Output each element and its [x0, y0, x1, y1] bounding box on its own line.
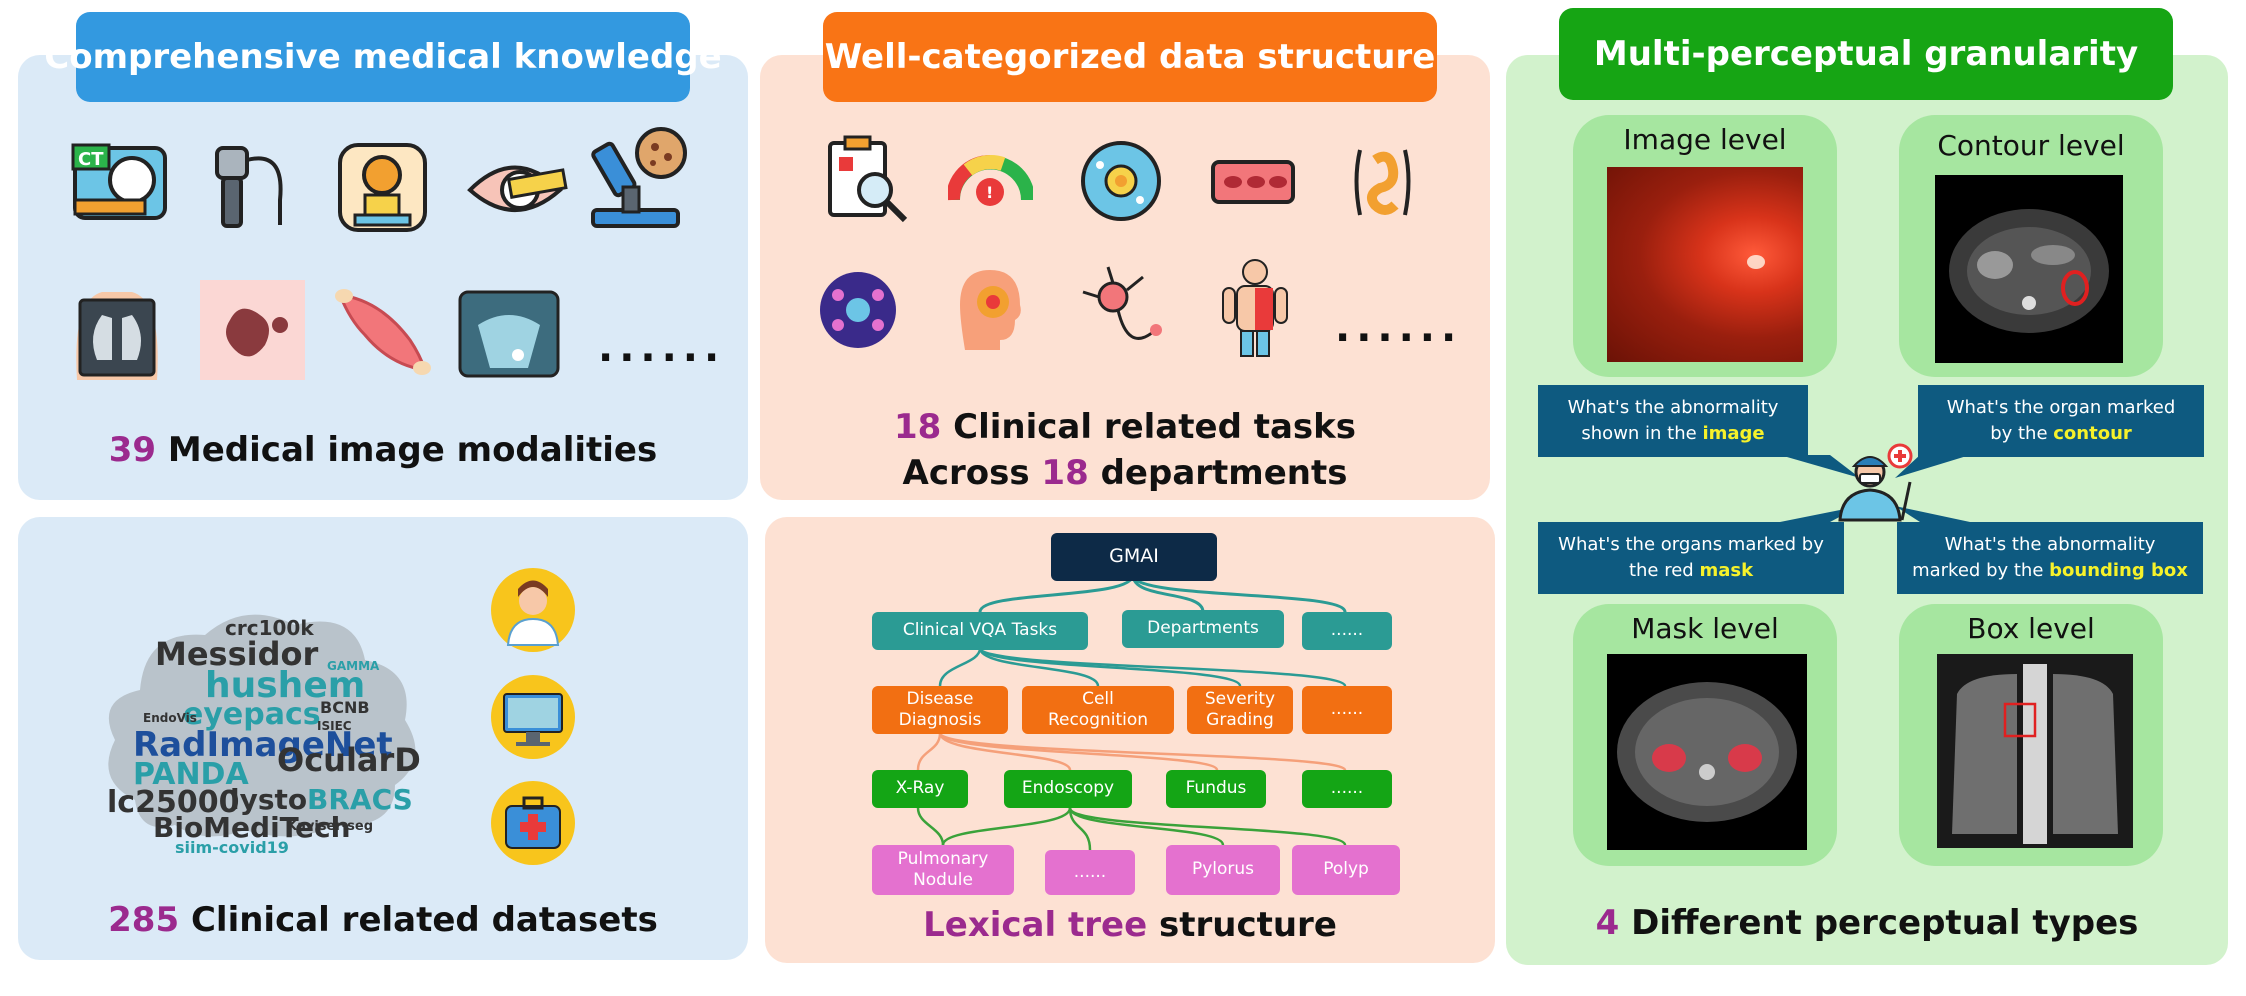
wordcloud-word: crc100k [225, 616, 314, 640]
structure-header: Well-categorized data structure [823, 12, 1437, 102]
anatomy-icon [1215, 258, 1295, 362]
knowledge-header: Comprehensive medical knowledge [44, 12, 722, 102]
wordcloud-word: ISIEC [317, 719, 352, 733]
cell-icon [1080, 140, 1162, 226]
wordcloud-word: hushem [205, 665, 366, 706]
question-contour: What's the organ marked by the contour [1918, 385, 2204, 457]
tree-node-departments: Departments [1122, 610, 1284, 648]
gauge-icon: ! [946, 140, 1035, 224]
contour-level-title: Contour level [1937, 129, 2125, 162]
svg-text:CT: CT [78, 149, 104, 170]
tree-node-more: ...... [1302, 770, 1392, 808]
modalities-caption: 39 Medical image modalities [108, 430, 658, 470]
tasks-caption: 18 Clinical related tasks Across 18 depa… [893, 407, 1357, 493]
wordcloud-word: BRACS [307, 783, 413, 816]
doctor-icon [1832, 442, 1922, 526]
wordcloud-word: GAMMA [327, 659, 380, 673]
tree-node-more: ...... [1302, 686, 1392, 734]
head-icon [945, 260, 1030, 359]
datasets-caption: 285 Clinical related datasets [108, 900, 658, 940]
tree-node-fundus: Fundus [1166, 770, 1266, 808]
granularity-header: Multi-perceptual granularity [1559, 8, 2173, 100]
svg-text:!: ! [986, 183, 993, 202]
modalities-more: ...... [598, 325, 726, 371]
tree-node-xray: X-Ray [872, 770, 968, 808]
question-image: What's the abnormality shown in the imag… [1538, 385, 1808, 457]
tree-caption: Lexical tree structure [923, 905, 1337, 945]
eye-icon [465, 145, 570, 234]
tree-panel [765, 517, 1495, 963]
chest-xray-icon [62, 280, 172, 384]
question-bounding-box: What's the abnormality marked by the bou… [1897, 522, 2203, 594]
dermoscopy-icon [200, 280, 305, 384]
tree-node-pulmonary-nodule: Pulmonary Nodule [872, 845, 1014, 895]
medical-kit-icon [490, 780, 576, 870]
computer-screen-icon [490, 674, 576, 764]
wordcloud-word: lc25000 [107, 785, 240, 820]
tree-node-cell-recognition: Cell Recognition [1022, 686, 1174, 734]
mask-level-card: Mask level [1573, 604, 1837, 866]
wordcloud-word: BCNB [320, 698, 370, 717]
blood-vessel-icon [1208, 140, 1298, 229]
tree-node-endoscopy: Endoscopy [1004, 770, 1132, 808]
tree-node-more: ...... [1302, 612, 1392, 650]
wordcloud-word: BioMediTech [153, 811, 351, 844]
chest-xray-box-image [1937, 654, 2133, 848]
mri-icon [335, 140, 430, 239]
granularity-caption: 4 Different perceptual types [1595, 903, 2139, 943]
ct-mask-image [1607, 654, 1807, 850]
mask-level-title: Mask level [1631, 612, 1779, 645]
image-level-card: Image level [1573, 115, 1837, 377]
tree-node-severity-grading: Severity Grading [1187, 686, 1293, 734]
intestine-icon [1345, 140, 1420, 229]
endoscope-icon [205, 140, 295, 239]
clipboard-icon [825, 135, 910, 229]
muscle-icon [330, 280, 435, 384]
image-level-title: Image level [1623, 123, 1787, 156]
wordcloud-word: OcularD [277, 741, 421, 779]
question-mask: What's the organs marked by the red mask [1538, 522, 1844, 594]
microscope-icon [583, 125, 688, 239]
wordcloud-word: EndoVis [143, 711, 197, 725]
tree-node-polyp: Polyp [1292, 845, 1400, 895]
wordcloud-word: lysto [230, 783, 308, 816]
nervous-network-icon [818, 270, 898, 354]
box-level-title: Box level [1967, 612, 2095, 645]
doctor-avatar-icon [490, 567, 576, 657]
wordcloud-word: RadImageNet [133, 725, 393, 765]
structure-panel [760, 55, 1490, 500]
departments-more: ...... [1335, 305, 1463, 351]
tree-node-more: ...... [1045, 850, 1135, 895]
neuron-icon [1078, 262, 1168, 361]
wordcloud-word: PANDA [133, 757, 249, 792]
contour-level-card: Contour level [1899, 115, 2163, 377]
tree-node-clinical-vqa: Clinical VQA Tasks [872, 612, 1088, 650]
box-level-card: Box level [1899, 604, 2163, 866]
ct-scanner-icon: CT [70, 140, 170, 234]
tree-root: GMAI [1051, 533, 1217, 581]
modalities-panel [18, 55, 748, 500]
ultrasound-icon [458, 290, 560, 382]
tree-node-disease-diagnosis: Disease Diagnosis [872, 686, 1008, 734]
wordcloud-word: siim-covid19 [175, 838, 289, 857]
endoscopy-image [1607, 167, 1803, 362]
wordcloud-word: Messidor [155, 635, 319, 673]
tree-node-pylorus: Pylorus [1166, 845, 1280, 895]
wordcloud-word: Kaviser-seg [287, 819, 373, 834]
wordcloud-word: eyepacs [183, 697, 321, 732]
dataset-wordcloud: Messidor hushem eyepacs RadImageNet PAND… [95, 600, 425, 856]
ct-contour-image [1935, 175, 2123, 363]
